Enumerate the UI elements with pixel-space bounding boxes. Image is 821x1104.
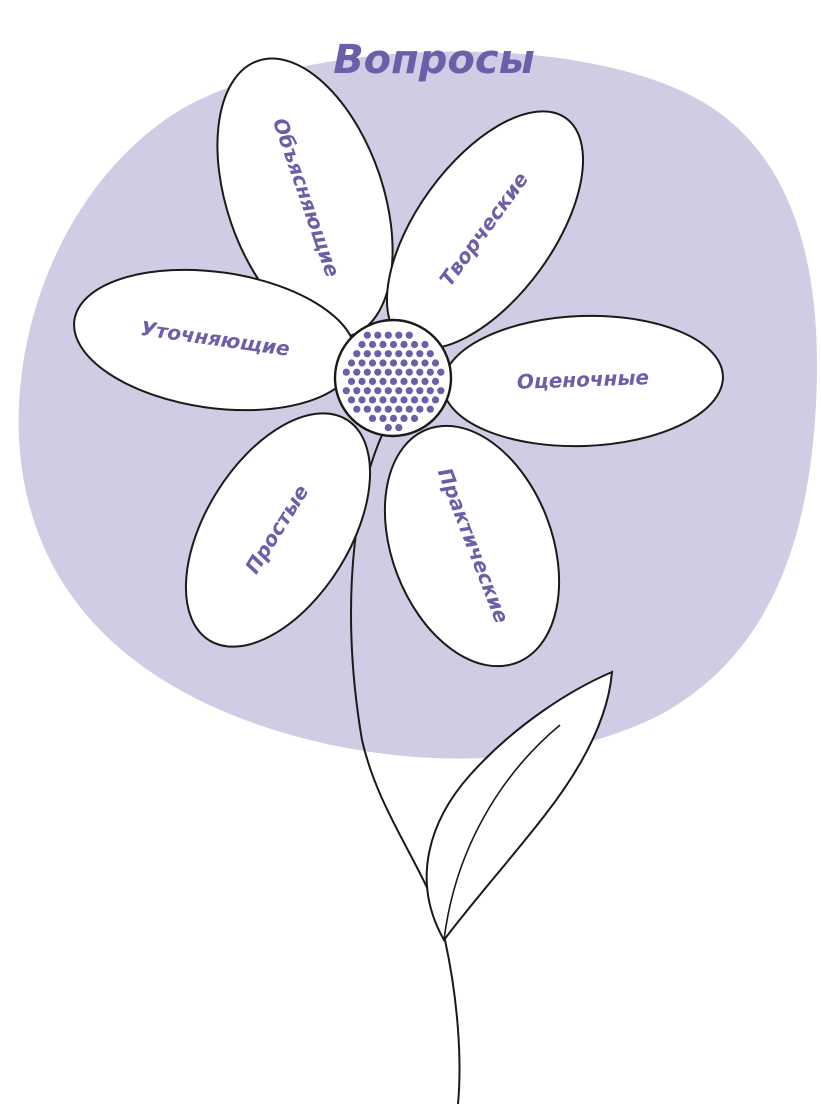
center-dot	[405, 405, 413, 413]
center-dot	[400, 396, 408, 404]
center-dot	[416, 350, 424, 358]
center-dot	[353, 350, 361, 358]
center-dot	[400, 359, 408, 367]
center-dot	[363, 405, 371, 413]
center-dot	[363, 350, 371, 358]
petal-evaluative: Оценочные	[442, 314, 724, 448]
center-dot	[400, 340, 408, 349]
center-dot	[379, 359, 387, 367]
center-dot	[374, 331, 382, 339]
center-dot	[395, 387, 403, 395]
center-dot	[405, 331, 413, 339]
diagram-title: Вопросы	[333, 37, 535, 83]
center-dot	[363, 331, 371, 339]
center-dot	[400, 414, 408, 422]
center-dot	[421, 377, 429, 385]
center-dot	[363, 387, 371, 395]
center-dot	[410, 359, 419, 367]
center-dot	[342, 387, 350, 395]
center-dot	[431, 359, 440, 367]
center-dot	[395, 405, 403, 413]
center-dot	[410, 396, 419, 404]
center-dot	[379, 396, 387, 404]
center-dot	[426, 350, 434, 358]
center-dot	[374, 387, 382, 395]
center-dot	[410, 377, 419, 385]
center-dot	[395, 350, 403, 358]
center-dot	[416, 405, 424, 413]
petal-label-evaluative: Оценочные	[516, 365, 649, 394]
center-dot	[353, 405, 361, 413]
center-dot	[400, 377, 408, 385]
center-dot	[410, 414, 419, 422]
center-dot	[389, 340, 398, 349]
center-dot	[384, 350, 392, 358]
center-dot	[368, 359, 377, 367]
center-dot	[395, 424, 403, 432]
flower-stem	[350, 434, 461, 1104]
center-dot	[379, 377, 387, 385]
center-dot	[368, 396, 377, 404]
center-dot	[389, 414, 398, 422]
center-dots	[342, 331, 445, 432]
center-dot	[347, 377, 356, 385]
center-dot	[384, 368, 392, 376]
center-dot	[426, 368, 434, 376]
flower-leaf	[425, 670, 614, 942]
petal-practical: Практические	[383, 424, 561, 668]
center-dot	[426, 387, 434, 395]
center-dot	[379, 340, 387, 349]
center-dot	[405, 387, 413, 395]
center-dot	[358, 359, 366, 367]
center-dot	[384, 331, 392, 339]
center-dot	[353, 368, 361, 376]
center-dot	[368, 340, 377, 349]
center-dot	[437, 368, 445, 376]
center-dot	[384, 387, 392, 395]
center-dot	[342, 368, 350, 376]
center-dot	[347, 359, 356, 367]
center-dot	[358, 377, 366, 385]
center-dot	[358, 340, 366, 349]
petal-explaining: Объясняющие	[216, 57, 394, 339]
center-dot	[421, 396, 429, 404]
center-dot	[405, 368, 413, 376]
center-dot	[389, 396, 398, 404]
center-dot	[374, 405, 382, 413]
center-dot	[384, 405, 392, 413]
center-dot	[358, 396, 366, 404]
center-dot	[395, 368, 403, 376]
center-dot	[421, 340, 429, 349]
center-dot	[374, 350, 382, 358]
center-dot	[379, 414, 387, 422]
center-dot	[374, 368, 382, 376]
center-dot	[353, 387, 361, 395]
petal-simple: Простые	[184, 412, 372, 648]
center-dot	[431, 377, 440, 385]
flower-center	[333, 318, 453, 438]
petal-clarifying: Уточняющие	[73, 268, 357, 412]
center-dot	[431, 396, 440, 404]
center-dot	[410, 340, 419, 349]
center-dot	[416, 387, 424, 395]
center-dot	[395, 331, 403, 339]
center-dot	[421, 359, 429, 367]
center-dot	[368, 414, 377, 422]
center-dot	[437, 387, 445, 395]
center-dot	[389, 359, 398, 367]
center-dot	[405, 350, 413, 358]
center-dot	[389, 377, 398, 385]
center-dot	[347, 396, 356, 404]
center-dot	[363, 368, 371, 376]
center-dot	[384, 424, 392, 432]
center-dot	[426, 405, 434, 413]
center-dot	[368, 377, 377, 385]
center-dot	[416, 368, 424, 376]
